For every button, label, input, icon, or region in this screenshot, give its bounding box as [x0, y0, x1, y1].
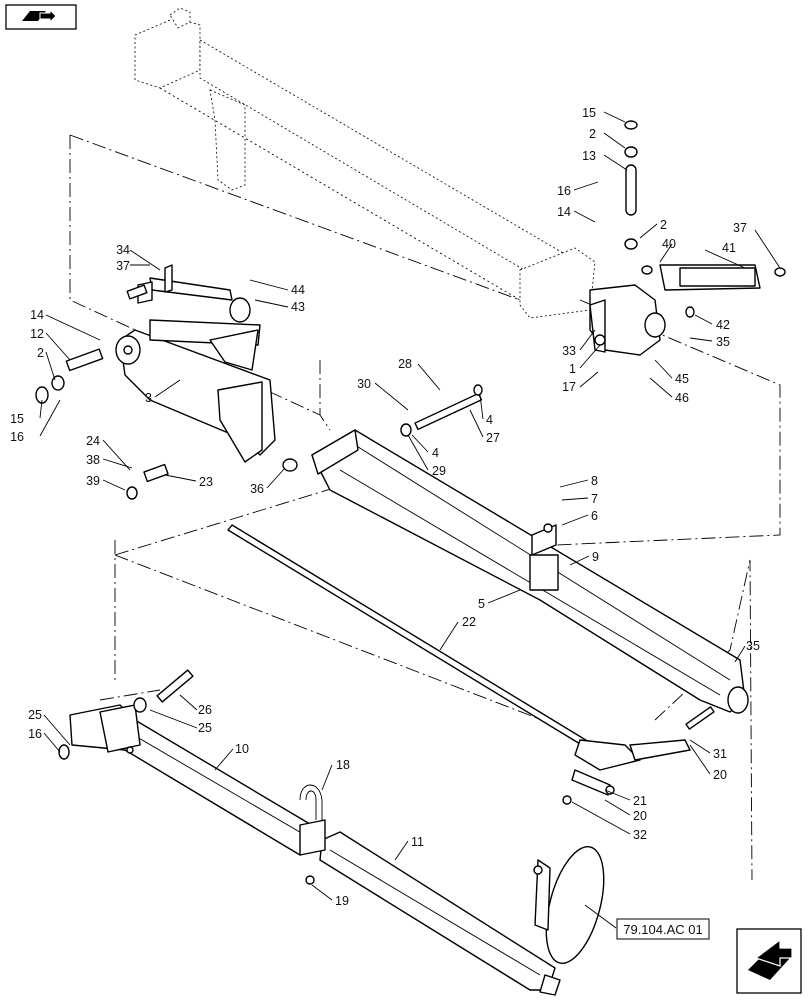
- callout-label: 28: [398, 357, 412, 371]
- main-arm: [311, 429, 749, 714]
- callout-label: 29: [432, 464, 446, 478]
- callout-label: 33: [562, 344, 576, 358]
- leader-lines: [39, 111, 781, 929]
- callout-label: 43: [291, 300, 305, 314]
- disc-wheel: [533, 845, 605, 996]
- callout-label: 18: [336, 758, 350, 772]
- callout-label: 25: [198, 721, 212, 735]
- callout-label: 46: [675, 391, 689, 405]
- callout-labels: 15 2 13 16 14 2 40 37 41 34 37 44 43 42 …: [10, 106, 760, 908]
- callout-label: 14: [30, 308, 44, 322]
- callout-label: 17: [562, 380, 576, 394]
- book-arrow-icon[interactable]: [5, 4, 77, 30]
- callout-label: 30: [357, 377, 371, 391]
- callout-label: 1: [569, 362, 576, 376]
- callout-label: 37: [116, 259, 130, 273]
- lower-arm: [69, 704, 556, 991]
- callout-label: 14: [557, 205, 571, 219]
- callout-label: 5: [478, 597, 485, 611]
- callout-label: 15: [582, 106, 596, 120]
- callout-label: 2: [37, 346, 44, 360]
- callout-label: 20: [713, 768, 727, 782]
- callout-label: 16: [28, 727, 42, 741]
- callout-label: 8: [591, 474, 598, 488]
- pivot-bracket: [115, 264, 276, 463]
- callout-label: 35: [716, 335, 730, 349]
- callout-label: 25: [28, 708, 42, 722]
- callout-label: 37: [733, 221, 747, 235]
- callout-label: 42: [716, 318, 730, 332]
- callout-label: 22: [462, 615, 476, 629]
- callout-label: 38: [86, 453, 100, 467]
- callout-label: 26: [198, 703, 212, 717]
- callout-label: 13: [582, 149, 596, 163]
- callout-label: 36: [250, 482, 264, 496]
- callout-label: 11: [411, 835, 424, 849]
- callout-label: 34: [116, 243, 130, 257]
- callout-label: 16: [10, 430, 24, 444]
- reference-label: 79.104.AC 01: [623, 922, 703, 937]
- callout-label: 19: [335, 894, 349, 908]
- callout-label: 32: [633, 828, 647, 842]
- callout-label: 44: [291, 283, 305, 297]
- callout-label: 31: [713, 747, 727, 761]
- callout-label: 23: [199, 475, 213, 489]
- callout-label: 16: [557, 184, 571, 198]
- callout-label: 4: [486, 413, 493, 427]
- callout-label: 35: [746, 639, 760, 653]
- callout-label: 2: [660, 218, 667, 232]
- callout-label: 39: [86, 474, 100, 488]
- callout-label: 4: [432, 446, 439, 460]
- callout-label: 21: [633, 794, 647, 808]
- callout-label: 3: [145, 391, 152, 405]
- next-page-arrow-icon[interactable]: [736, 928, 802, 994]
- callout-label: 6: [591, 509, 598, 523]
- callout-label: 2: [589, 127, 596, 141]
- callout-label: 45: [675, 372, 689, 386]
- callout-label: 24: [86, 434, 100, 448]
- callout-label: 20: [633, 809, 647, 823]
- main-frame-ghost: [134, 7, 596, 319]
- callout-label: 10: [235, 742, 249, 756]
- callout-label: 12: [30, 327, 44, 341]
- callout-label: 27: [486, 431, 500, 445]
- callout-label: 41: [722, 241, 736, 255]
- reference-box[interactable]: 79.104.AC 01: [616, 918, 710, 940]
- callout-label: 7: [591, 492, 598, 506]
- callout-label: 40: [662, 237, 676, 251]
- tie-rod: [227, 524, 691, 796]
- callout-label: 15: [10, 412, 24, 426]
- hardware: [35, 284, 715, 885]
- upper-bracket: [589, 120, 786, 356]
- callout-label: 9: [592, 550, 599, 564]
